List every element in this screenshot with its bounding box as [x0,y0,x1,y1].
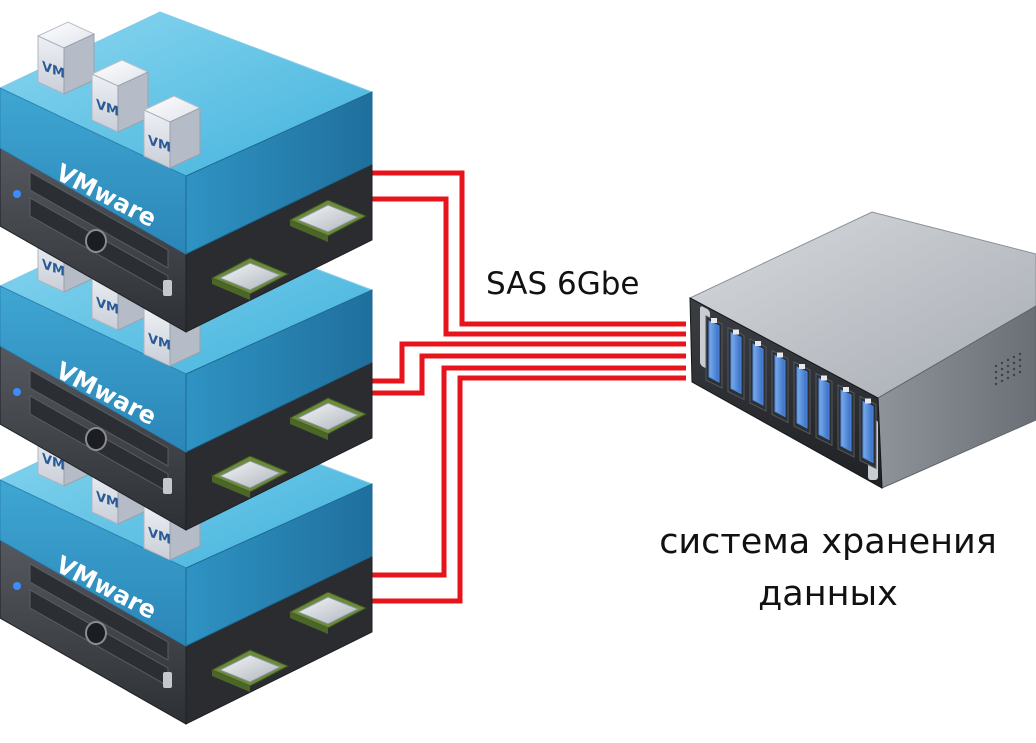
platform-side [185,91,373,255]
drive-bay-icon [793,361,811,435]
storage-label: система хранения данных [628,516,1028,620]
drive-bay-icon [749,338,767,412]
platform-side [185,289,373,453]
power-button-icon [85,229,107,253]
server-handle [163,280,172,296]
vm-cube-icon: VM [142,95,202,169]
platform-side [185,483,373,647]
sas-cable [372,170,686,327]
cpu-chip-icon [210,455,290,498]
server-handle [163,672,172,688]
cpu-chip-icon [288,397,368,440]
drive-bay-icon [859,395,877,470]
power-button-icon [85,621,107,645]
drive-bay-icon [771,349,789,424]
sas-cable [372,375,686,604]
drive-bay-icon [815,372,833,447]
cpu-chip-icon [288,591,368,634]
sas-cable [372,341,686,384]
led-icon [13,190,21,198]
led-icon [13,582,21,590]
sas-cables [372,170,686,604]
cpu-chip-icon [210,257,290,300]
storage-label-text: система хранения данных [659,522,997,614]
cpu-chip-icon [210,649,290,692]
drive-bay-icon [837,384,855,458]
drive-slot [29,171,169,269]
sas-cable [372,196,686,337]
power-button-icon [85,427,107,451]
vm-cube-icon: VM [36,21,96,95]
led-icon [13,388,21,396]
drive-slot [29,563,169,661]
link-label: SAS 6Gbe [486,266,640,302]
storage-array [688,211,1036,489]
sas-cable [372,353,686,396]
drive-bay-icon [705,315,723,389]
drive-slot [29,369,169,467]
server-handle [163,478,172,494]
cpu-chip-icon [288,199,368,242]
vm-cube-icon: VM [90,59,150,133]
drive-bay-icon [727,326,745,401]
sas-cable [372,365,686,578]
vent-grille-icon [994,352,1022,386]
